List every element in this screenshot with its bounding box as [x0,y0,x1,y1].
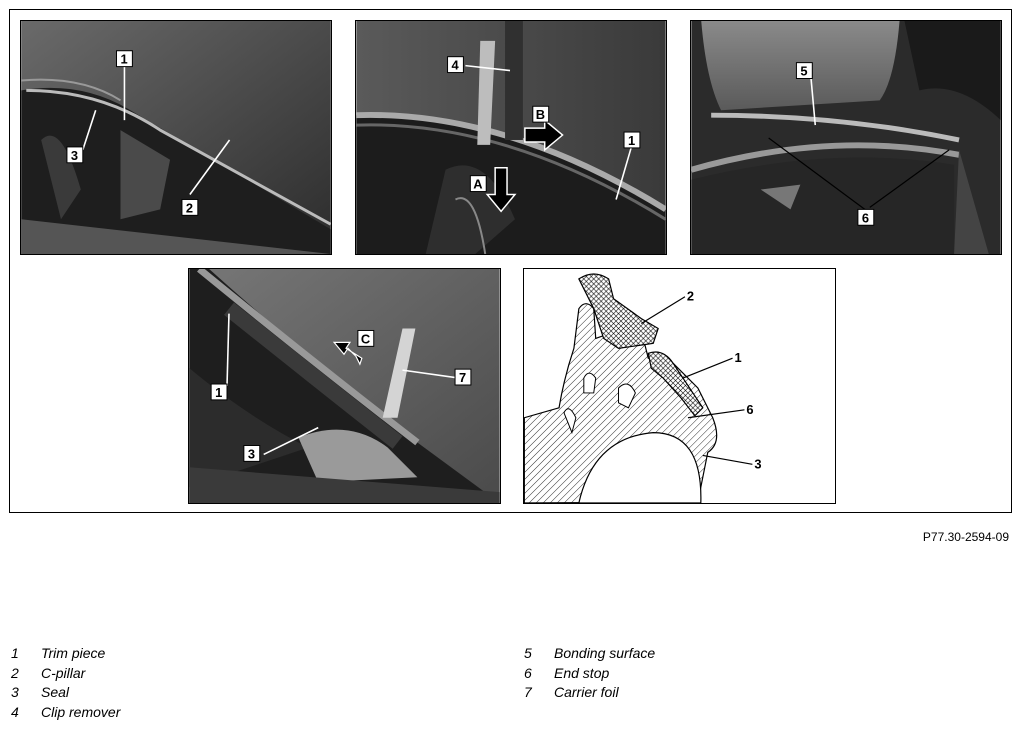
svg-text:1: 1 [120,52,127,67]
arrow-c-icon [332,341,363,366]
svg-text:5: 5 [800,64,807,79]
callout-1: 1 [735,350,742,365]
photo-bonding-surface: 5 6 [691,21,1001,254]
photo-panel-2: 4 1 A B [355,20,667,255]
photo-panel-3: 5 6 [690,20,1002,255]
callout-1: 1 [623,131,641,149]
section-diagram-panel: 2 1 6 3 [523,268,836,504]
svg-text:3: 3 [248,446,255,461]
label-c: C [357,329,375,347]
callout-2: 2 [687,289,694,304]
seal-cross-section: 2 1 6 3 [524,269,835,503]
callout-2: 2 [181,198,199,216]
svg-text:2: 2 [186,200,193,215]
svg-text:C: C [361,331,370,346]
svg-text:4: 4 [452,58,460,73]
figure-frame: 1 2 3 4 1 A B [9,9,1012,513]
callout-7: 7 [454,368,472,386]
photo-c-pillar-overview: 1 2 3 [21,21,331,254]
photo-panel-4: 1 3 7 C [188,268,501,504]
callout-1: 1 [116,50,133,68]
callout-5: 5 [795,62,813,80]
svg-text:A: A [473,177,482,192]
label-b: B [532,105,550,123]
callout-4: 4 [447,56,464,74]
svg-text:B: B [536,107,545,122]
figure-reference: P77.30-2594-09 [922,530,1009,544]
callout-1: 1 [210,383,228,401]
callout-6: 6 [857,208,875,226]
svg-text:3: 3 [71,148,78,163]
svg-text:1: 1 [215,385,222,400]
arrow-b-icon [524,118,564,152]
callout-3: 3 [243,444,261,462]
photo-panel-1: 1 2 3 [20,20,332,255]
svg-text:6: 6 [862,210,869,225]
callout-3: 3 [66,146,84,164]
photo-carrier-foil: 1 3 7 C [189,269,500,503]
photo-clip-remover: 4 1 A B [356,21,666,254]
label-a: A [469,175,487,193]
svg-text:1: 1 [628,133,635,148]
callout-6: 6 [746,402,753,417]
svg-text:7: 7 [459,370,466,385]
callout-3: 3 [754,456,761,471]
arrow-a-icon [485,166,517,213]
